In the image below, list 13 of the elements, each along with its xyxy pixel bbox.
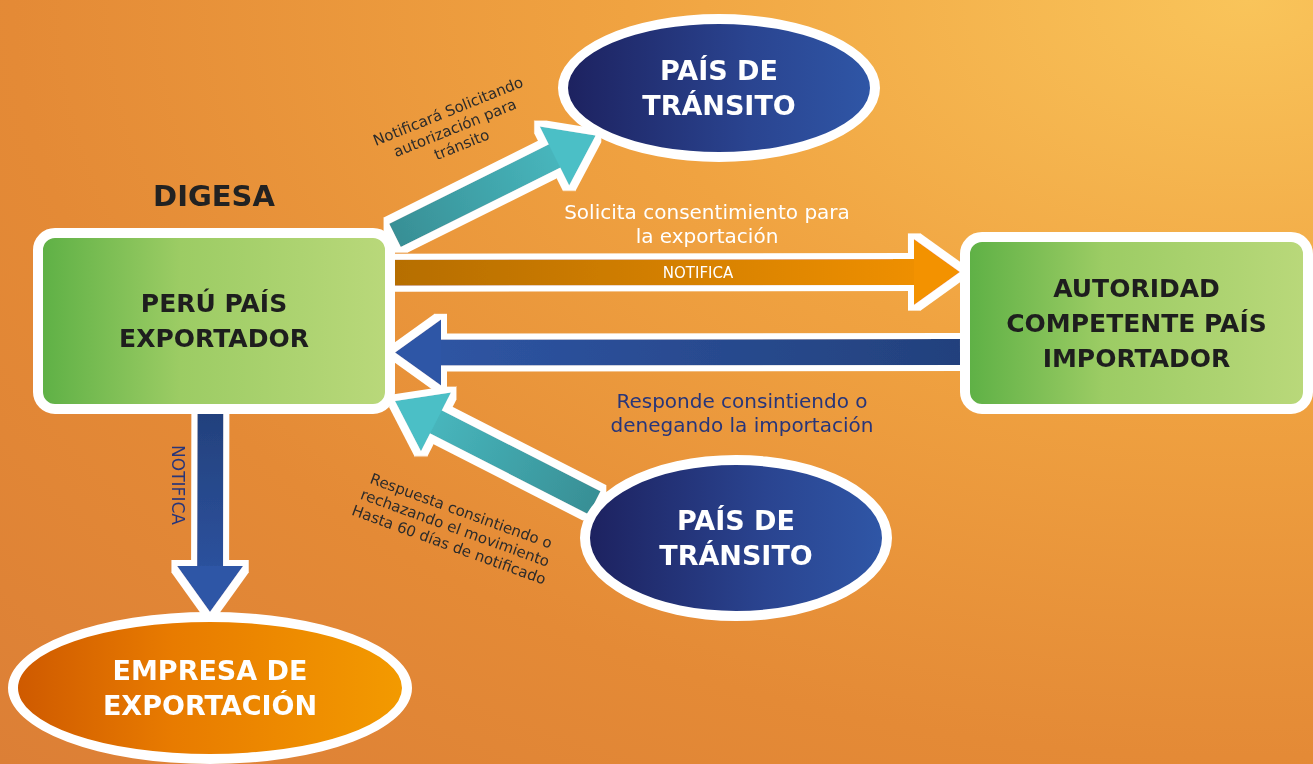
block-arrow	[394, 239, 961, 306]
note-text: Solicita consentimiento para la exportación	[563, 200, 851, 248]
node-label: PERÚ PAÍS EXPORTADOR	[118, 287, 310, 355]
edge-label: NOTIFICA	[662, 264, 734, 282]
node-label: PAÍS DE TRÁNSITO	[641, 53, 797, 123]
node-label: PAÍS DE TRÁNSITO	[658, 503, 814, 573]
node-label: AUTORIDAD COMPETENTE PAÍS IMPORTADOR	[1005, 272, 1268, 375]
process-box	[960, 232, 1313, 414]
heading: DIGESA	[152, 178, 276, 215]
edge-label: NOTIFICA	[167, 445, 189, 525]
edge-label: Responde consintiendo o denegando la importación	[609, 389, 875, 437]
node-label: EMPRESA DE EXPORTACIÓN	[101, 653, 319, 723]
block-arrow	[394, 319, 961, 386]
